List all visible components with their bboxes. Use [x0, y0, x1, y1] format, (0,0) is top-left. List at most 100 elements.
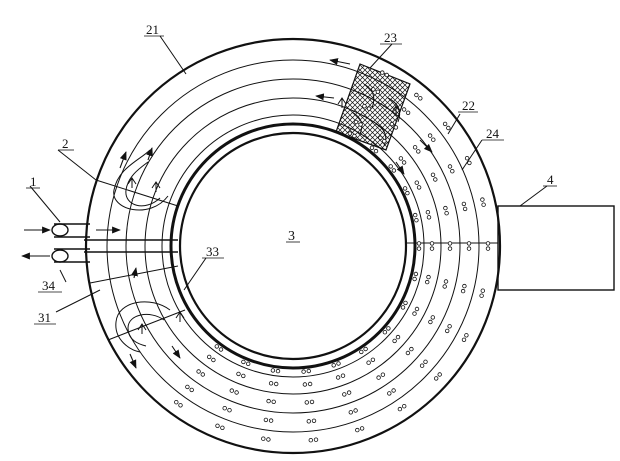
- perforation-hole: [413, 212, 418, 218]
- perforation-hole: [460, 288, 466, 294]
- perforation-hole: [402, 186, 408, 191]
- perforation-hole: [220, 425, 225, 430]
- perforation-hole: [386, 326, 391, 331]
- perforation-hole: [426, 274, 431, 280]
- perforation-hole: [433, 177, 438, 182]
- perforation-hole: [211, 357, 216, 363]
- perforation-hole: [414, 306, 420, 312]
- perforation-hole: [443, 279, 449, 284]
- perforation-hole: [241, 373, 246, 379]
- perforation-hole: [428, 319, 433, 325]
- perforation-hole: [401, 107, 407, 112]
- perforation-hole: [373, 148, 379, 154]
- perforation-hole: [384, 72, 389, 78]
- perforation-hole: [466, 246, 472, 251]
- perforation-hole: [429, 241, 435, 246]
- perforation-hole: [391, 168, 397, 173]
- perforation-hole: [363, 346, 368, 352]
- perforation-hole: [375, 89, 381, 94]
- perforation-hole: [359, 426, 365, 431]
- perforation-hole: [301, 369, 306, 374]
- perforation-hole: [442, 121, 448, 127]
- perforation-hole: [185, 384, 190, 390]
- perforation-hole: [405, 350, 411, 356]
- catalyst-block: [335, 63, 411, 151]
- perforation-hole: [450, 168, 455, 174]
- pipe-connections: [51, 223, 178, 263]
- perforation-hole: [423, 359, 428, 364]
- perforation-hole: [401, 160, 407, 165]
- u-turn-channels: [113, 149, 171, 353]
- perforation-hole: [412, 311, 417, 316]
- perforation-hole: [430, 315, 435, 320]
- perforation-hole: [418, 96, 423, 101]
- perforation-hole: [447, 246, 453, 251]
- perforation-hole: [261, 436, 266, 441]
- perforation-hole: [412, 276, 417, 282]
- perforation-hole: [444, 210, 449, 216]
- perforation-hole: [222, 406, 227, 411]
- label-22: 22: [462, 98, 475, 113]
- perforation-hole: [340, 373, 346, 378]
- perforation-hole: [178, 403, 183, 408]
- perforation-hole: [266, 437, 271, 442]
- perforation-hole: [425, 209, 431, 215]
- perforation-hole: [302, 382, 308, 387]
- label-2: 2: [62, 136, 69, 151]
- perforation-hole: [416, 246, 422, 251]
- perforation-hole: [398, 156, 404, 161]
- label-1: 1: [30, 174, 37, 189]
- perforation-hole: [430, 172, 436, 177]
- perforation-hole: [416, 241, 422, 246]
- perforation-hole: [370, 357, 376, 362]
- perforation-hole: [387, 391, 392, 396]
- perforation-hole: [304, 400, 309, 405]
- perforation-hole: [336, 361, 341, 366]
- perforation-hole: [266, 398, 271, 404]
- perforation-hole: [382, 138, 387, 144]
- label-31: 31: [38, 310, 51, 325]
- channel-rings: [106, 59, 480, 433]
- perforation-hole: [416, 149, 421, 154]
- perforation-hole: [358, 122, 363, 127]
- perforation-hole: [271, 399, 276, 404]
- perforation-hole: [403, 300, 408, 306]
- perforation-hole: [461, 337, 467, 342]
- perforation-hole: [425, 279, 430, 285]
- label-3: 3: [288, 229, 295, 244]
- part-labels: 1 2 3 4 21 22 23 24 31 33 34: [26, 22, 557, 325]
- perforation-hole: [241, 359, 246, 365]
- perforation-hole: [335, 375, 341, 380]
- perforation-hole: [412, 145, 418, 150]
- perforation-hole: [234, 390, 239, 395]
- perforation-hole: [429, 246, 435, 251]
- perforation-hole: [342, 392, 347, 397]
- perforation-hole: [414, 217, 419, 223]
- perforation-hole: [263, 417, 269, 423]
- perforation-hole: [389, 121, 395, 127]
- perforation-hole: [480, 197, 485, 202]
- perforation-hole: [416, 185, 422, 190]
- perforation-hole: [434, 376, 439, 381]
- perforation-hole: [464, 155, 470, 161]
- perforation-hole: [414, 180, 419, 185]
- inner-chamber: [169, 122, 417, 370]
- perforation-hole: [245, 361, 251, 366]
- label-24: 24: [486, 126, 500, 141]
- perforation-hole: [437, 372, 442, 377]
- perforation-hole: [369, 145, 375, 150]
- perforation-hole: [353, 119, 359, 125]
- perforation-hole: [388, 164, 393, 169]
- perforation-hole: [352, 133, 357, 139]
- perforation-hole: [227, 408, 232, 413]
- perforation-hole: [479, 293, 484, 298]
- perforation-hole: [443, 205, 448, 211]
- perforation-hole: [236, 371, 241, 377]
- perforation-hole: [405, 110, 411, 115]
- perforation-hole: [413, 271, 419, 277]
- perforation-hole: [392, 338, 397, 344]
- perforation-hole: [206, 354, 212, 360]
- perforation-hole: [274, 381, 279, 387]
- perforation-hole: [348, 410, 353, 415]
- perforation-hole: [462, 206, 468, 212]
